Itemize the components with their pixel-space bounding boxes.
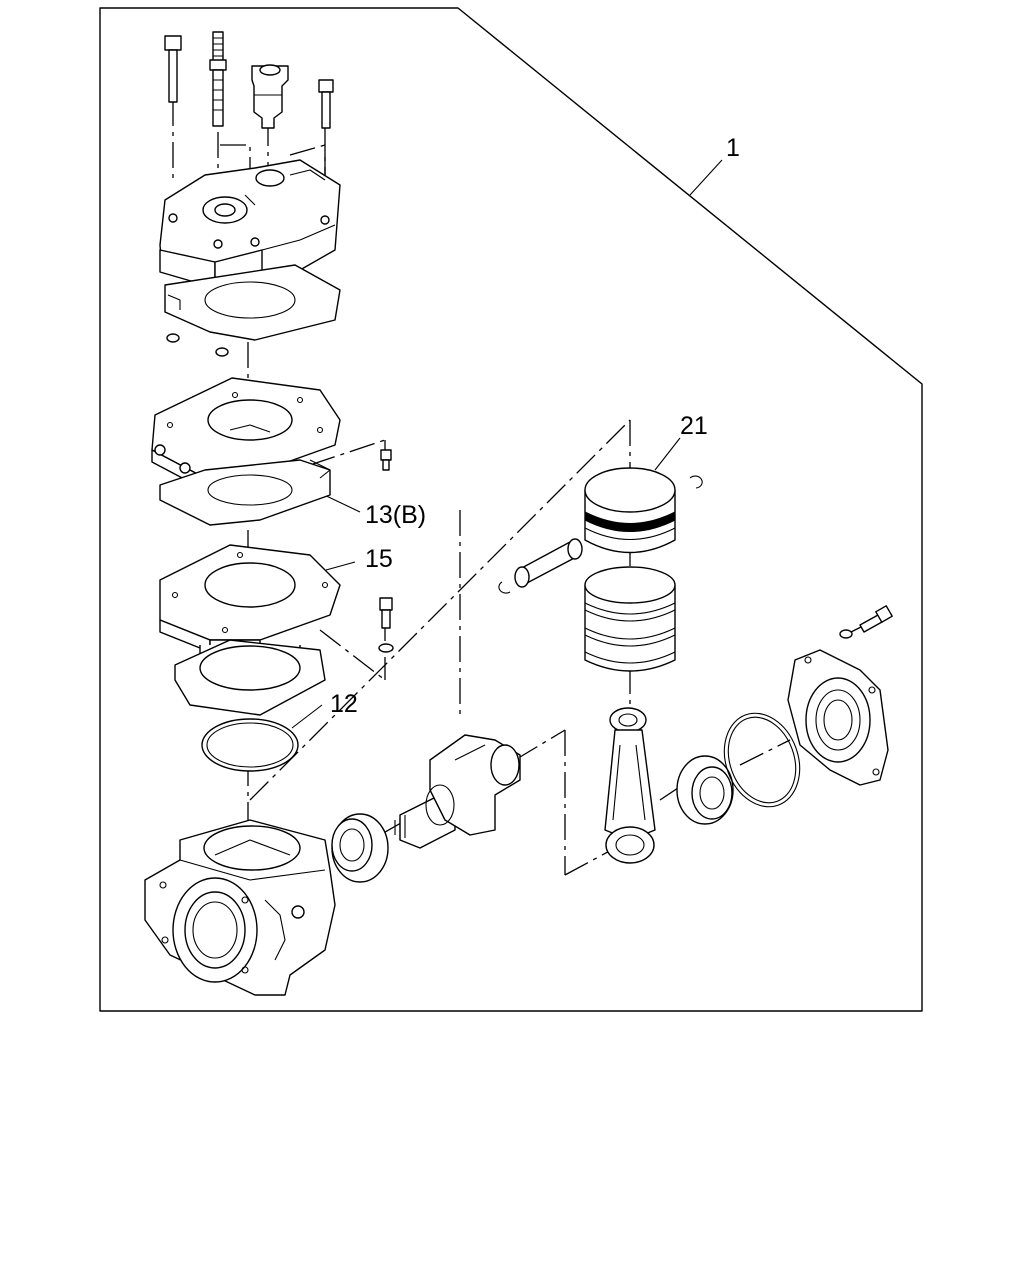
callout-21: 21 — [680, 412, 708, 440]
cylinder-head — [159, 159, 341, 289]
callout-1: 1 — [726, 134, 740, 162]
end-cover-o-ring — [723, 712, 801, 808]
washers-top — [166, 333, 229, 357]
callout-15: 15 — [365, 545, 393, 573]
connecting-rod — [604, 707, 656, 864]
cylinder-15 — [159, 544, 341, 716]
end-cover — [787, 649, 889, 786]
valve-plate — [164, 264, 341, 341]
screw-cylinder — [378, 597, 394, 653]
crankcase — [144, 819, 336, 996]
valve-fitting — [251, 64, 289, 129]
head-bolt-right — [318, 79, 334, 129]
screw-mid — [380, 449, 392, 471]
crankshaft — [394, 734, 521, 849]
stud-bolt — [209, 31, 227, 127]
callout-13b: 13(B) — [365, 501, 426, 529]
bearing-left — [331, 813, 389, 883]
end-cover-bolt — [839, 605, 893, 639]
callout-12: 12 — [330, 690, 358, 718]
head-bolt-left — [164, 35, 182, 103]
piston-pin — [514, 538, 583, 588]
piston-circlips — [498, 475, 703, 594]
o-ring-12 — [201, 718, 299, 772]
assembly-frame — [99, 7, 923, 1012]
gasket-13b — [159, 459, 331, 526]
piston-21 — [584, 467, 676, 554]
piston-rings — [584, 566, 676, 672]
bearing-right — [676, 755, 734, 825]
